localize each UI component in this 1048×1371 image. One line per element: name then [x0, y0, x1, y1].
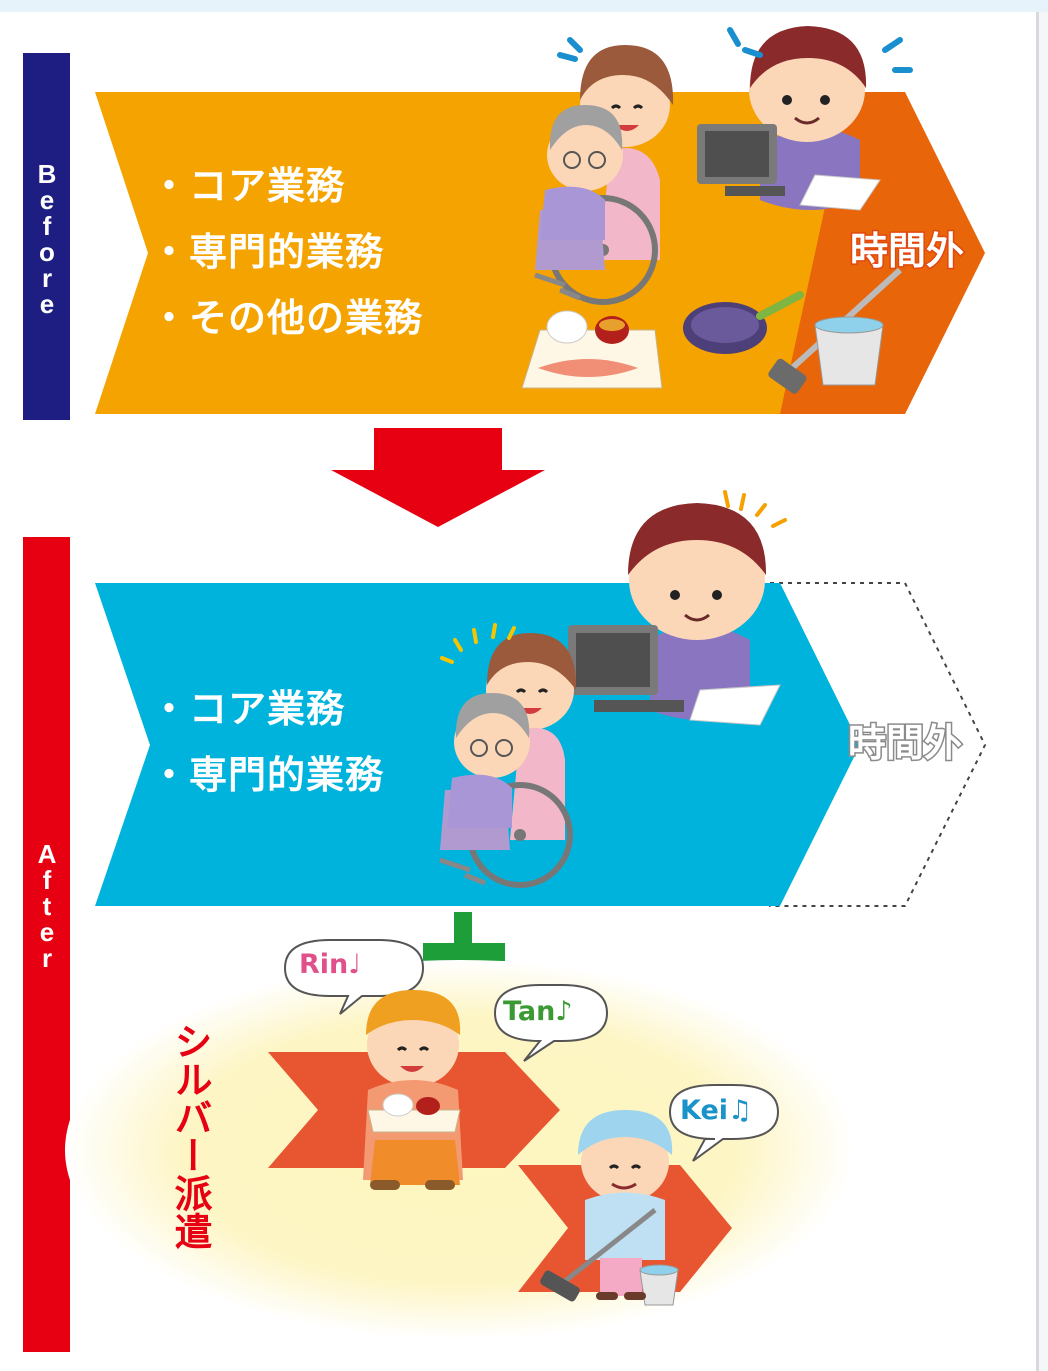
meal-tray-icon: [521, 310, 663, 389]
task-item: ・専門的業務: [150, 230, 385, 274]
rin-bubble-text: Rin♩: [299, 949, 362, 980]
tan-bubble: [493, 984, 609, 1062]
after-task-list: ・コア業務 ・専門的業務: [150, 676, 384, 808]
task-item: ・コア業務: [150, 164, 346, 208]
frying-pan-icon: [683, 291, 804, 354]
before-side-label: Before: [23, 53, 70, 420]
before-task-arrow: [95, 92, 850, 414]
tan-bubble-text: Tan♪: [503, 996, 573, 1027]
scrollbar-border: [1036, 12, 1039, 1371]
caregiver-with-wheelchair-icon: [534, 45, 674, 305]
kei-bubble-text: Kei♫: [680, 1095, 753, 1126]
task-item: ・その他の業務: [150, 296, 424, 340]
top-band: [0, 0, 1048, 12]
silver-dispatch-label: シルバー派遣: [168, 1022, 212, 1250]
caregiver-with-wheelchair-icon: [439, 623, 577, 888]
after-side-label: After: [23, 537, 70, 1352]
cleaner-woman-icon: [540, 1110, 679, 1306]
office-worker-computer-icon: [557, 26, 913, 211]
down-arrow: [331, 428, 545, 527]
server-woman-icon: [363, 990, 463, 1190]
before-overtime-label: 時間外: [848, 228, 965, 275]
office-worker-computer-icon: [568, 490, 787, 726]
mop-bucket-icon: [768, 267, 903, 394]
before-task-list: ・コア業務 ・専門的業務 ・その他の業務: [150, 153, 423, 351]
task-item: ・専門的業務: [150, 753, 385, 797]
kei-bubble: [668, 1084, 780, 1162]
task-item: ・コア業務: [150, 687, 346, 731]
scrollbar-track[interactable]: [1036, 12, 1048, 1371]
after-overtime-label: 時間外: [846, 720, 963, 767]
